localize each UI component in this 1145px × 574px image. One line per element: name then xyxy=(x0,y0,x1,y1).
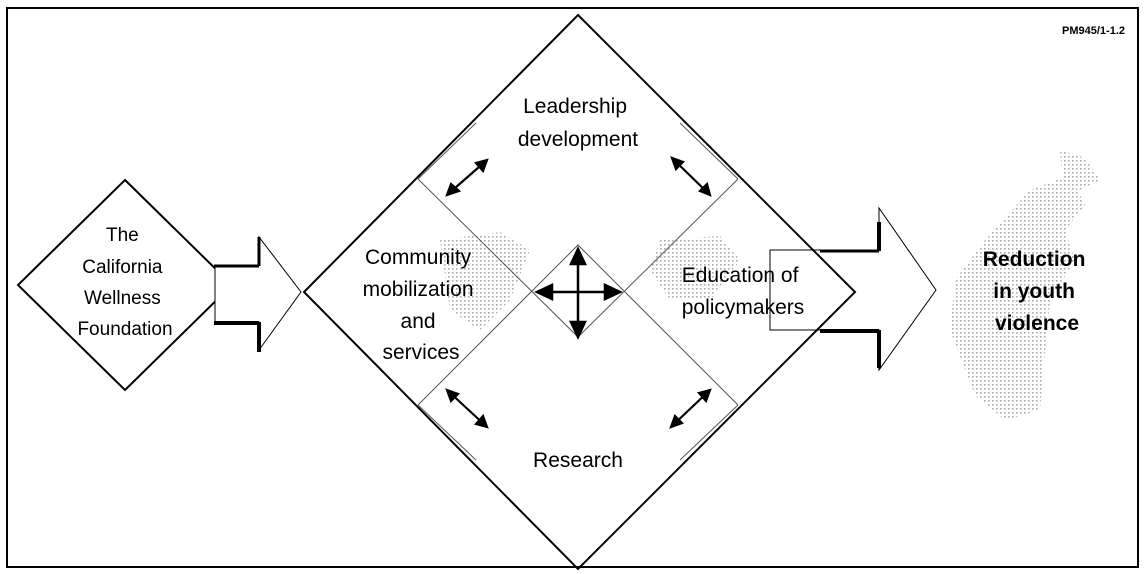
strategy-top-label: Leadership development xyxy=(518,95,638,151)
strategy-bottom-label: Research xyxy=(533,449,623,472)
center-cross-arrow xyxy=(534,246,623,340)
foundation-diamond xyxy=(16,178,234,392)
strategy-right-label: Education of policymakers xyxy=(682,264,805,319)
foundation-label: The California Wellness Foundation xyxy=(77,225,172,340)
outcome-label: Reduction in youth violence xyxy=(983,248,1092,335)
diagram-frame xyxy=(6,7,1139,568)
quadrant-lines xyxy=(417,122,739,461)
stipple-watermark xyxy=(440,150,1100,420)
figure-code: PM945/1-1.2 xyxy=(1062,25,1125,37)
strategy-left-label: Community mobilization and services xyxy=(363,246,480,364)
strategy-diamond xyxy=(302,13,857,571)
interaction-arrows xyxy=(445,156,712,429)
